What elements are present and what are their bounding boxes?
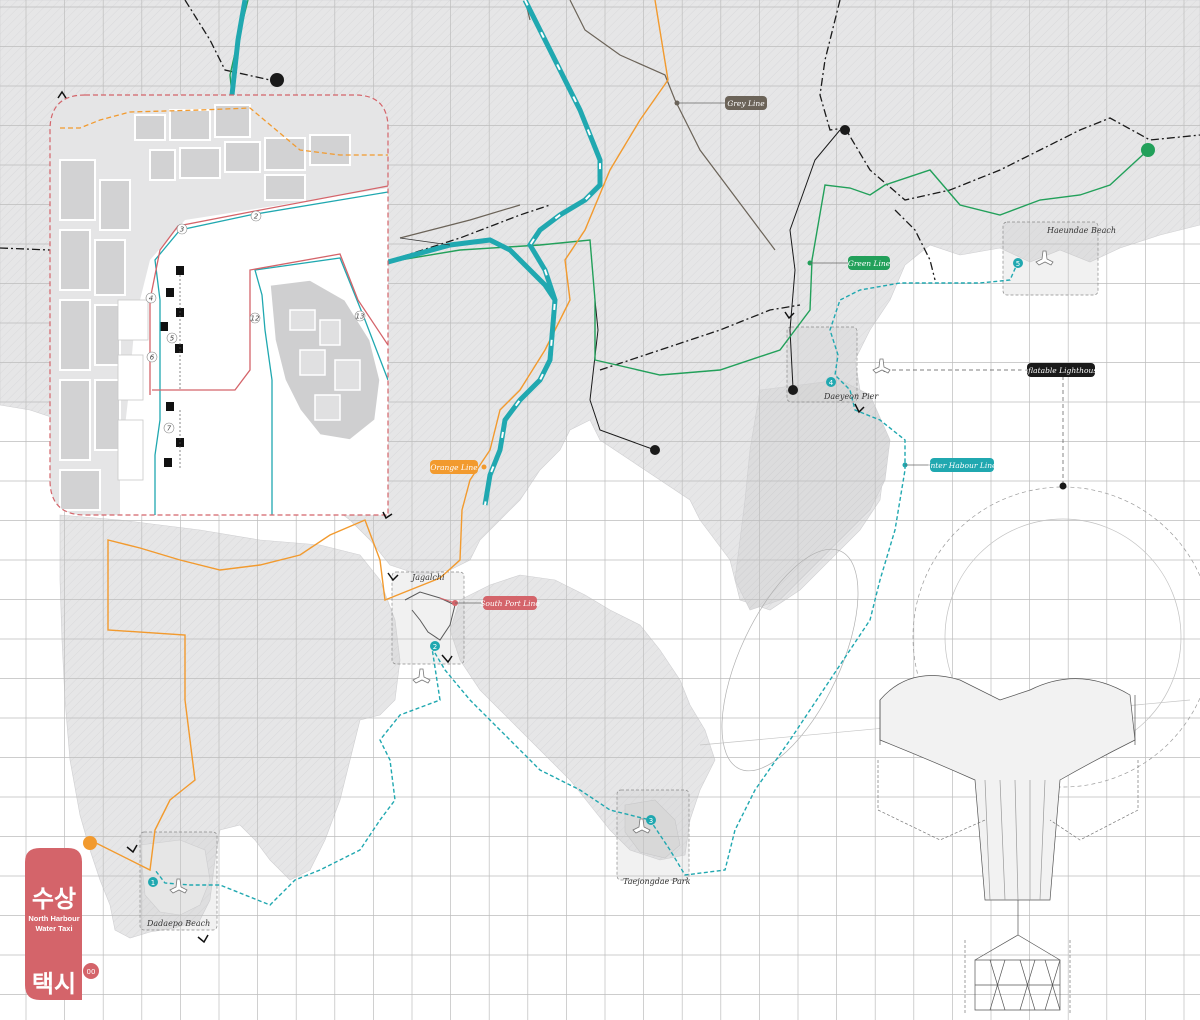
station-marker-1[interactable]: 1 [148, 877, 158, 887]
inset-number-label: 3 [180, 226, 184, 234]
thin-black-grid-line [399, 237, 451, 246]
station-marker-2[interactable]: 2 [430, 641, 440, 651]
inter-harbour-line-tag[interactable]: Inter Habour Line [927, 458, 998, 472]
south-port-line-route [404, 591, 456, 641]
south-port-line-tag[interactable]: South Port Line [480, 596, 540, 610]
svg-text:4: 4 [829, 379, 834, 387]
inflatable-lighthouse-tag[interactable]: Inflatable Lighthouse [1019, 363, 1102, 377]
land-west [59, 514, 401, 939]
tripod-icon [632, 818, 651, 834]
inset-number-bubble [146, 351, 158, 363]
station-label-jagalchi: Jagalchi [410, 573, 445, 582]
leader-lines [455, 102, 930, 604]
title-korean-bottom: 택시 [32, 970, 76, 998]
svg-text:Orange Line: Orange Line [430, 463, 478, 472]
station-markers: 1 2 3 4 5 [148, 258, 1023, 887]
inset-number-label: 13 [356, 313, 365, 321]
inset-number-label: 6 [150, 354, 155, 362]
grey-line-terminus [270, 73, 284, 87]
inset-number-bubble [250, 210, 262, 222]
svg-text:3: 3 [649, 817, 653, 825]
station-label-daeyeon: Daeyeon Pier [823, 392, 879, 401]
svg-text:Grey Line: Grey Line [727, 99, 765, 108]
station-marker-3[interactable]: 3 [646, 815, 656, 825]
black-solid-branch-2 [789, 129, 841, 389]
line-tags: Grey Line Green Line Orange Line Inter H… [430, 96, 1102, 610]
svg-text:Inter Habour Line: Inter Habour Line [927, 461, 998, 470]
nodes [83, 73, 1155, 850]
inset-number-label: 2 [254, 213, 259, 221]
tripod-icon [169, 878, 188, 894]
svg-text:1: 1 [151, 879, 155, 887]
orange-line-tag[interactable]: Orange Line [430, 460, 478, 474]
orange-line-terminus [83, 836, 97, 850]
inset-number-label: 12 [251, 315, 260, 323]
lighthouse-diagram [699, 369, 1200, 1015]
green-line-terminus [1141, 143, 1155, 157]
tripod-icon [1035, 250, 1054, 266]
sheet-number-badge [83, 963, 99, 979]
tripod-icons [169, 250, 1054, 894]
svg-text:5: 5 [1016, 260, 1020, 268]
inset-number-bubble [166, 332, 178, 344]
svg-text:Green Line: Green Line [848, 259, 891, 268]
svg-text:Inflatable Lighthouse: Inflatable Lighthouse [1019, 366, 1102, 375]
station-label-haeundae: Haeundae Beach [1046, 226, 1116, 235]
inset-number-label: 7 [167, 425, 172, 433]
inset-detail: 2 3 4 5 6 7 12 13 [49, 90, 393, 520]
inset-number-bubbles: 2 3 4 5 6 7 12 13 [145, 210, 366, 434]
black-solid-branch [589, 299, 656, 451]
svg-text:2: 2 [433, 643, 437, 651]
tripod-icon [872, 358, 891, 374]
title-subtitle-1: North Harbour [28, 914, 79, 923]
title-badge-shape [25, 848, 82, 1000]
inset-number-bubble [354, 310, 366, 322]
title-korean-top: 수상 [32, 885, 76, 913]
black-node-1 [840, 125, 850, 135]
route-lines [0, 0, 1200, 906]
land-daeyeon [734, 379, 891, 611]
inset-number-label: 4 [149, 295, 153, 303]
title-subtitle-2: Water Taxi [35, 924, 72, 933]
station-label-dadaepo: Dadaepo Beach [146, 919, 210, 928]
title-badge: 수상 North Harbour Water Taxi 택시 00 [25, 848, 99, 1000]
sheet-number: 00 [87, 968, 96, 976]
land-yeongdo [449, 574, 716, 861]
inset-number-bubble [145, 292, 157, 304]
tripod-icon [412, 668, 431, 684]
inset-number-bubble [249, 312, 261, 324]
black-node-3 [788, 385, 798, 395]
inter-harbour-line-route [154, 261, 1019, 906]
green-line-tag[interactable]: Green Line [848, 256, 891, 270]
station-label-taejongdae: Taejongdae Park [623, 877, 691, 886]
station-boxes [139, 221, 1099, 931]
inset-number-bubble [176, 223, 188, 235]
station-marker-5[interactable]: 5 [1013, 258, 1023, 268]
land-dadaepo-island [139, 839, 211, 916]
orange-line-route [89, 0, 669, 872]
grey-line-tag[interactable]: Grey Line [725, 96, 767, 110]
inset-number-bubble [163, 422, 175, 434]
direction-ticks [126, 311, 865, 944]
svg-text:South Port Line: South Port Line [480, 599, 540, 608]
black-node-2 [650, 445, 660, 455]
station-marker-4[interactable]: 4 [826, 377, 836, 387]
station-labels: Dadaepo Beach Jagalchi Taejongdae Park D… [146, 226, 1116, 928]
inset-number-label: 5 [170, 335, 175, 343]
orange-node [481, 464, 487, 470]
